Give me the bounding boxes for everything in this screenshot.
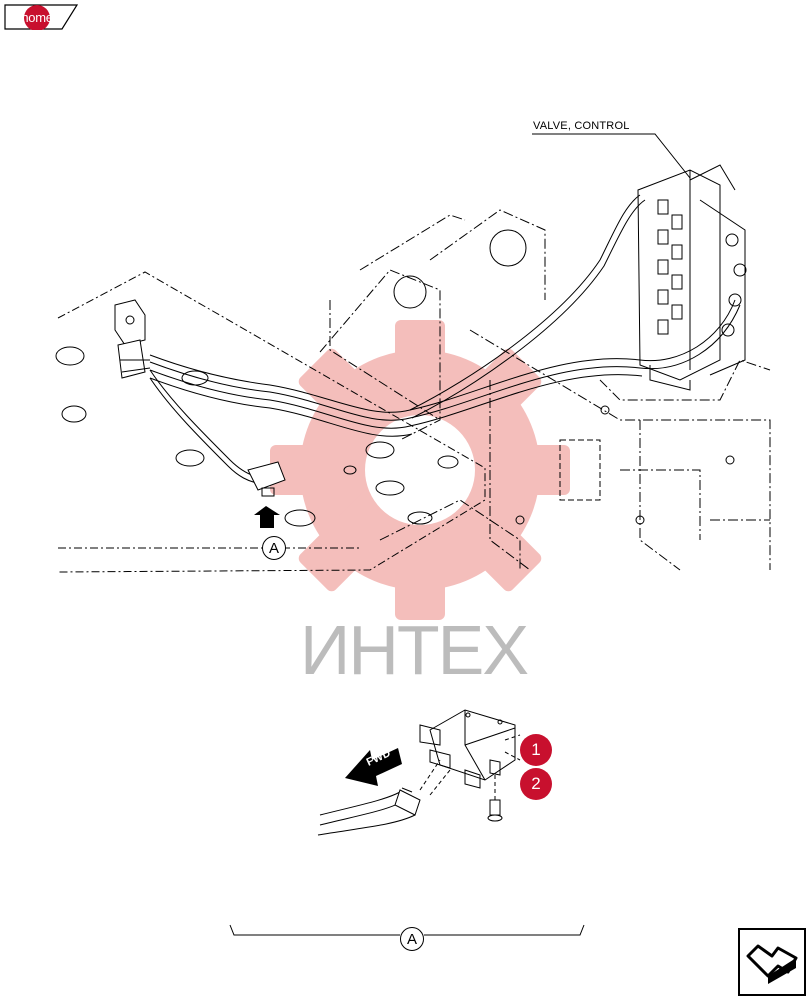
solenoid-block: [247, 461, 286, 497]
hose-routing: [149, 194, 741, 485]
location-arrow-icon: [254, 506, 280, 528]
pilot-control: [114, 299, 151, 379]
home-label: home: [21, 10, 53, 25]
fwd-arrow-icon: [345, 748, 402, 786]
valve-control-label: VALVE, CONTROL: [533, 120, 630, 132]
home-tab-shape: [4, 4, 78, 30]
next-page-button[interactable]: [738, 928, 806, 996]
machine-frame: [55, 209, 771, 573]
callout-1[interactable]: 1: [520, 734, 552, 766]
home-tab[interactable]: home: [4, 4, 78, 30]
valve-leader-line: [532, 133, 691, 179]
detail-view: [317, 709, 521, 836]
watermark-text: ИНТЕХ: [300, 611, 529, 689]
control-valve: [637, 164, 747, 391]
detail-ref-label: A: [262, 536, 286, 560]
detail-view-label: A: [400, 927, 424, 951]
next-page-arrow-icon: [738, 928, 806, 996]
watermark-gear-icon: [270, 320, 570, 620]
callout-2[interactable]: 2: [520, 768, 552, 800]
detail-bracket: [229, 924, 585, 936]
